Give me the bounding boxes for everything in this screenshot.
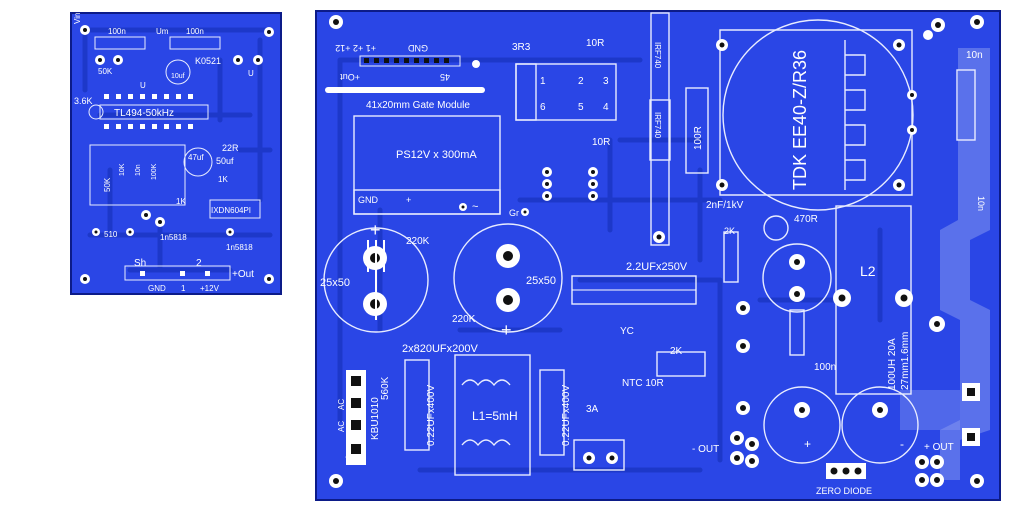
label-100n-a: 100n: [108, 27, 126, 36]
label-1k-a: 1K: [218, 175, 228, 184]
label-t6: 6: [540, 102, 546, 113]
label-ps-plus: +: [406, 195, 411, 205]
label-tl494: TL494-50kHz: [114, 108, 174, 119]
label-plus-out: + OUT: [924, 442, 954, 453]
label-220k-b: 220K: [452, 314, 476, 325]
label-irf740-b: IRF740: [653, 112, 662, 139]
label-1n5818-b: 1n5818: [226, 243, 253, 252]
label-plus-cap-b: +: [501, 320, 512, 340]
label-47uf: 47uf: [188, 153, 204, 162]
label-l2: L2: [860, 263, 876, 279]
left-pcb-board: Vin 100n Um 100n 50K 10uf K0521 U U 3.6K…: [70, 12, 282, 295]
label-minus-out: - OUT: [692, 444, 719, 455]
label-022-b: 0.22UFx400V: [561, 385, 572, 446]
label-header-gnd: GND: [408, 43, 429, 53]
label-560k: 560K: [380, 376, 391, 400]
label-header-pins: +1 +2 +12: [335, 43, 376, 53]
label-header-45: 45: [440, 72, 450, 82]
label-ps-gnd: GND: [358, 195, 379, 205]
label-plus-out: +Out: [232, 269, 254, 280]
label-100k-v: 100K: [151, 163, 158, 180]
label-ps12v: PS12V x 300mA: [396, 149, 477, 161]
label-3-6k: 3.6K: [74, 96, 93, 106]
label-1: 1: [181, 284, 186, 293]
label-10n-v: 10n: [135, 164, 142, 176]
label-t5: 5: [578, 102, 584, 113]
label-gr: Gr: [509, 208, 519, 218]
label-10n-b: 10n: [976, 196, 986, 211]
label-22r: 22R: [222, 143, 239, 153]
label-l2-spec1: 100UH 20A: [887, 338, 898, 390]
label-l1: L1=5mH: [472, 409, 518, 423]
label-kbu1010: KBU1010: [370, 397, 381, 440]
label-um: Um: [156, 27, 169, 36]
label-1k-b: 1K: [176, 197, 186, 206]
label-vin: Vin: [73, 13, 82, 24]
label-yc: YC: [620, 326, 634, 337]
label-100n-b: 100n: [186, 27, 204, 36]
label-zero-diode: ZERO DIODE: [816, 486, 872, 496]
label-ac-b: AC: [337, 421, 346, 432]
label-ac-a: AC: [337, 399, 346, 410]
label-gate-module: 41x20mm Gate Module: [366, 100, 470, 111]
label-irf740-a: IRF740: [653, 42, 662, 69]
label-gnd: GND: [148, 284, 166, 293]
label-25x50-a: 25x50: [320, 277, 350, 289]
label-t4: 4: [603, 102, 609, 113]
label-plus-c: +: [804, 437, 811, 451]
label-1n5818-a: 1n5818: [160, 233, 187, 242]
label-minus-a: -: [345, 451, 349, 463]
label-510: 510: [104, 230, 118, 239]
label-header-out: +Out: [340, 72, 360, 82]
label-2nf: 2nF/1kV: [706, 200, 744, 211]
label-ixdn604: IXDN604PI: [211, 206, 251, 215]
label-10r-a: 10R: [586, 38, 604, 49]
label-plus-12v: +12V: [200, 284, 220, 293]
label-plus-cap-a: +: [370, 220, 381, 240]
label-t2: 2: [578, 76, 584, 87]
label-u1: U: [140, 81, 146, 90]
label-caps-820: 2x820UFx200V: [402, 343, 478, 355]
label-t3: 3: [603, 76, 609, 87]
label-10k-v: 10K: [119, 163, 126, 176]
label-u2: U: [248, 69, 254, 78]
label-ps-tilde: ~: [472, 201, 478, 213]
label-sh: Sh: [134, 258, 146, 269]
label-2: 2: [196, 258, 202, 269]
right-pcb-board: +1 +2 +12 GND +Out 45 41x20mm Gate Modul…: [315, 10, 1001, 501]
label-ntc: NTC 10R: [622, 378, 664, 389]
label-10r-b: 10R: [592, 137, 610, 148]
label-transformer: TDK EE40-Z/R36: [790, 50, 810, 190]
label-470r: 470R: [794, 214, 818, 225]
label-2-2uf: 2.2UFx250V: [626, 261, 688, 273]
label-50uf: 50uf: [216, 156, 234, 166]
label-2k-a: 2K: [724, 226, 735, 236]
label-50k-v: 50K: [103, 177, 112, 192]
label-k0521: K0521: [195, 56, 221, 66]
label-50k: 50K: [98, 67, 113, 76]
label-3a: 3A: [586, 404, 599, 415]
label-minus-b: -: [900, 437, 904, 451]
label-l2-spec2: 27mm1.6mm: [900, 332, 911, 390]
label-2k-b: 2K: [670, 346, 683, 357]
label-3r3: 3R3: [512, 42, 531, 53]
label-100r: 100R: [693, 126, 704, 150]
label-10uf: 10uf: [171, 73, 185, 80]
label-10n-a: 10n: [966, 50, 983, 61]
label-220k-a: 220K: [406, 236, 430, 247]
label-100n: 100n: [814, 362, 836, 373]
label-t1: 1: [540, 76, 546, 87]
label-25x50-b: 25x50: [526, 275, 556, 287]
label-022-a: 0.22UFx400V: [426, 385, 437, 446]
